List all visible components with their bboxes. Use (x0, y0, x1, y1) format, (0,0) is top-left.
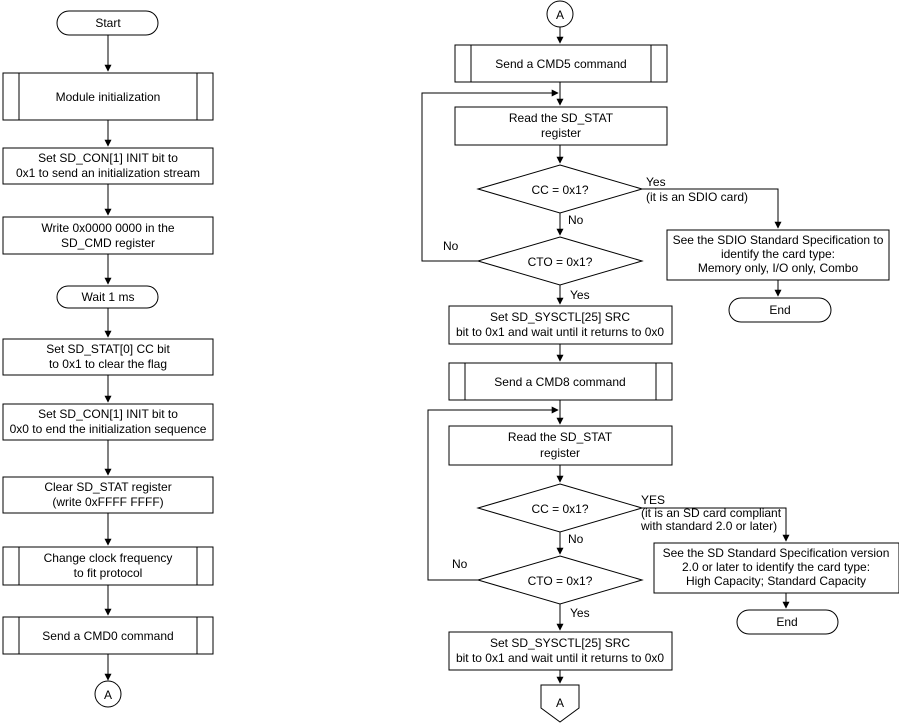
reset-2-line2: bit to 0x1 and wait until it returns to … (456, 651, 664, 665)
reset-1-line1: Set SD_SYSCTL[25] SRC (490, 310, 630, 324)
end-1-label: End (769, 303, 790, 317)
sd-spec-box (653, 542, 899, 594)
module-init-label: Module initialization (56, 90, 161, 104)
cc-2-yes-note-2: with standard 2.0 or later) (640, 519, 777, 533)
sd-spec-line2: 2.0 or later to identify the card type: (682, 560, 870, 574)
set-init-0-box (2, 403, 214, 441)
cc-1-no-label: No (568, 213, 584, 227)
read-stat-1-line2: register (541, 126, 581, 140)
sdio-spec-box (666, 229, 890, 281)
cto-1-yes-label: Yes (570, 288, 590, 302)
write-cmd-line2: SD_CMD register (61, 236, 155, 250)
set-init-1-line1: Set SD_CON[1] INIT bit to (38, 151, 178, 165)
set-stat-line1: Set SD_STAT[0] CC bit (46, 342, 170, 356)
end-2-label: End (776, 615, 797, 629)
sd-spec-line1: See the SD Standard Specification versio… (663, 546, 890, 560)
reset-2-box (448, 631, 673, 671)
end-2-terminal (736, 609, 839, 635)
cmd0-label: Send a CMD0 command (42, 629, 173, 643)
read-stat-2-box (448, 425, 673, 466)
cc-2-no-label: No (568, 532, 584, 546)
sd-spec-line3: High Capacity; Standard Capacity (686, 574, 866, 588)
cmd8-process (448, 362, 673, 401)
reset-2-line1: Set SD_SYSCTL[25] SRC (490, 636, 630, 650)
connector-a-bottom (540, 684, 580, 723)
cto-1-label: CTO = 0x1? (528, 255, 593, 269)
set-init-0-line1: Set SD_CON[1] INIT bit to (38, 407, 178, 421)
read-stat-1-line1: Read the SD_STAT (509, 111, 614, 125)
cc-1-yes-note: (it is an SDIO card) (646, 190, 748, 204)
connector-a-top-label: A (556, 8, 564, 22)
reset-1-line2: bit to 0x1 and wait until it returns to … (456, 325, 664, 339)
sdio-spec-line1: See the SDIO Standard Specification to (673, 233, 884, 247)
change-clock-process (2, 546, 214, 586)
set-stat-line2: to 0x1 to clear the flag (49, 357, 167, 371)
read-stat-2-line2: register (540, 446, 580, 460)
set-init-1-line2: 0x1 to send an initialization stream (16, 166, 200, 180)
start-label: Start (95, 16, 121, 30)
wait-label: Wait 1 ms (82, 290, 135, 304)
cc-1-yes-label: Yes (646, 175, 666, 189)
cc-2-yes-note-1: (it is an SD card compliant (641, 506, 782, 520)
cto-2-yes-label: Yes (570, 606, 590, 620)
connector-a-left-label: A (104, 688, 112, 702)
read-stat-2-line1: Read the SD_STAT (508, 430, 613, 444)
cc-2-label: CC = 0x1? (531, 502, 588, 516)
read-stat-1-box (454, 106, 668, 146)
cmd5-process (454, 44, 668, 83)
connector-a-left (94, 680, 122, 708)
set-init-1-box (2, 147, 214, 185)
sdio-spec-line2: identify the card type: (721, 247, 835, 261)
write-cmd-box (2, 216, 214, 255)
cto-2-no-label: No (452, 557, 468, 571)
cmd5-label: Send a CMD5 command (495, 57, 626, 71)
change-clock-line1: Change clock frequency (44, 551, 173, 565)
module-init-process (2, 72, 214, 121)
write-cmd-line1: Write 0x0000 0000 in the (41, 221, 175, 235)
cc-2-yes-label: YES (641, 493, 665, 507)
cmd8-label: Send a CMD8 command (494, 375, 625, 389)
cto-1-no-label: No (443, 239, 459, 253)
reset-1-box (448, 305, 673, 345)
cmd0-process (2, 616, 214, 655)
cc-1-label: CC = 0x1? (531, 183, 588, 197)
connector-a-bottom-label: A (556, 696, 564, 710)
clear-stat-line2: (write 0xFFFF FFFF) (52, 495, 163, 509)
cto-2-label: CTO = 0x1? (528, 574, 593, 588)
change-clock-line2: to fit protocol (74, 566, 143, 580)
sdio-spec-line3: Memory only, I/O only, Combo (698, 261, 859, 275)
set-init-0-line2: 0x0 to end the initialization sequence (10, 422, 207, 436)
end-1-terminal (728, 297, 832, 323)
clear-stat-line1: Clear SD_STAT register (44, 480, 171, 494)
